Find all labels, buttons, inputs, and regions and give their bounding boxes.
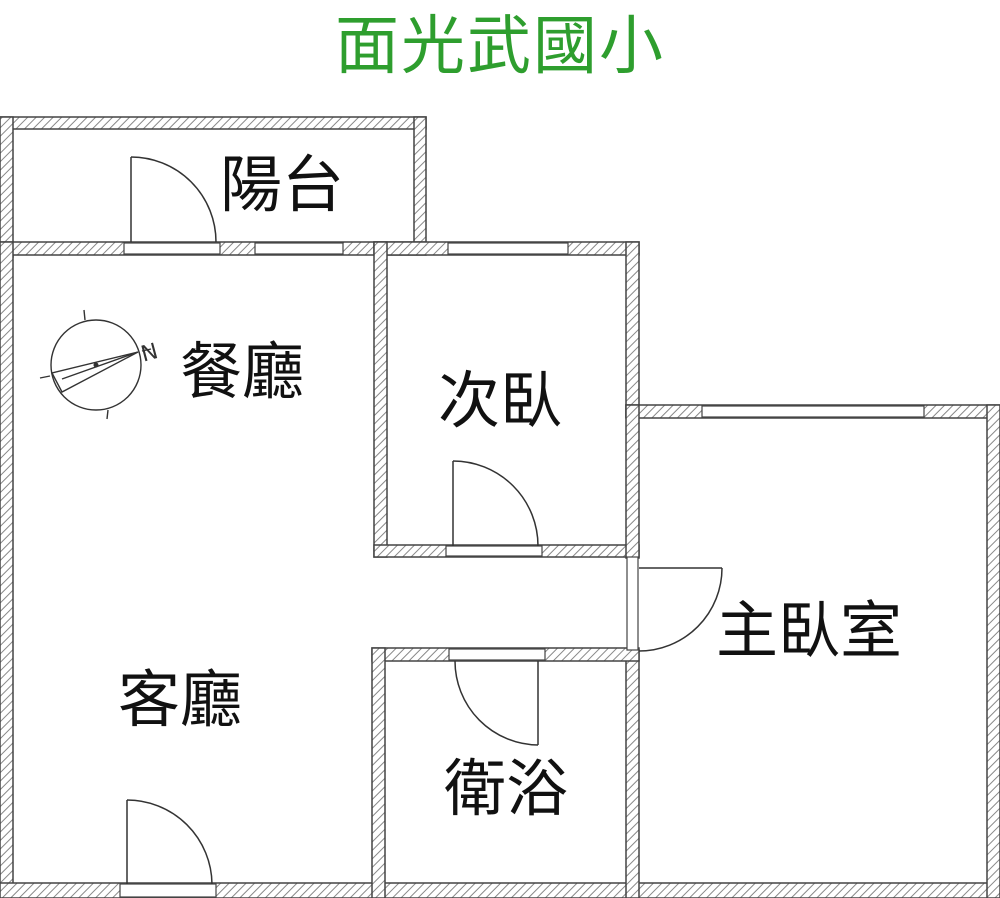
compass-tick-right	[141, 348, 152, 352]
wall-balcony-top	[0, 116, 427, 130]
door-swing-balcony	[130, 156, 217, 243]
compass-center	[93, 362, 99, 368]
compass-tick-top	[83, 309, 86, 321]
window-balcony-right	[254, 242, 344, 255]
window-master-top	[701, 405, 925, 418]
door-swing-bath	[454, 660, 539, 746]
wall-master-left-lower	[625, 649, 640, 898]
north-arrow-spine	[61, 351, 139, 380]
wall-balcony-left	[0, 116, 14, 258]
window-balcony-left	[123, 242, 221, 255]
wall-master-left-upper	[625, 404, 640, 559]
window-bedroom2-top	[447, 242, 569, 255]
room-label-dining: 餐廳	[180, 335, 305, 408]
compass-ring	[50, 319, 142, 411]
door-swing-master	[638, 567, 723, 652]
door-swing-entry	[126, 799, 213, 885]
door-swing-bedroom2	[452, 460, 539, 547]
wall-bedroom2-left	[373, 241, 388, 558]
wall-bedroom2-right	[625, 241, 640, 418]
wall-bath-left	[371, 647, 386, 898]
room-label-balcony: 陽台	[220, 148, 345, 221]
door-gap-entry	[119, 883, 217, 898]
compass-tick-left	[39, 375, 51, 379]
room-label-master-bedroom: 主臥室	[716, 594, 903, 667]
wall-left	[0, 241, 14, 898]
door-gap-bath	[448, 648, 546, 661]
doors	[126, 156, 723, 885]
wall-bottom	[0, 882, 1000, 898]
wall-right	[986, 404, 1000, 898]
north-label: N	[138, 339, 160, 367]
compass-tick-bottom	[106, 409, 109, 420]
compass-icon: N	[39, 309, 161, 420]
page-title: 面光武國小	[335, 10, 665, 84]
north-arrow-icon	[50, 351, 139, 393]
room-label-second-bedroom: 次臥	[438, 364, 563, 437]
wall-balcony-right	[413, 116, 427, 248]
room-label-living: 客廳	[118, 663, 243, 736]
openings	[119, 242, 925, 898]
room-label-bathroom: 衛浴	[444, 752, 569, 825]
door-gap-bedroom2	[445, 545, 543, 557]
door-gap-master	[626, 556, 639, 651]
